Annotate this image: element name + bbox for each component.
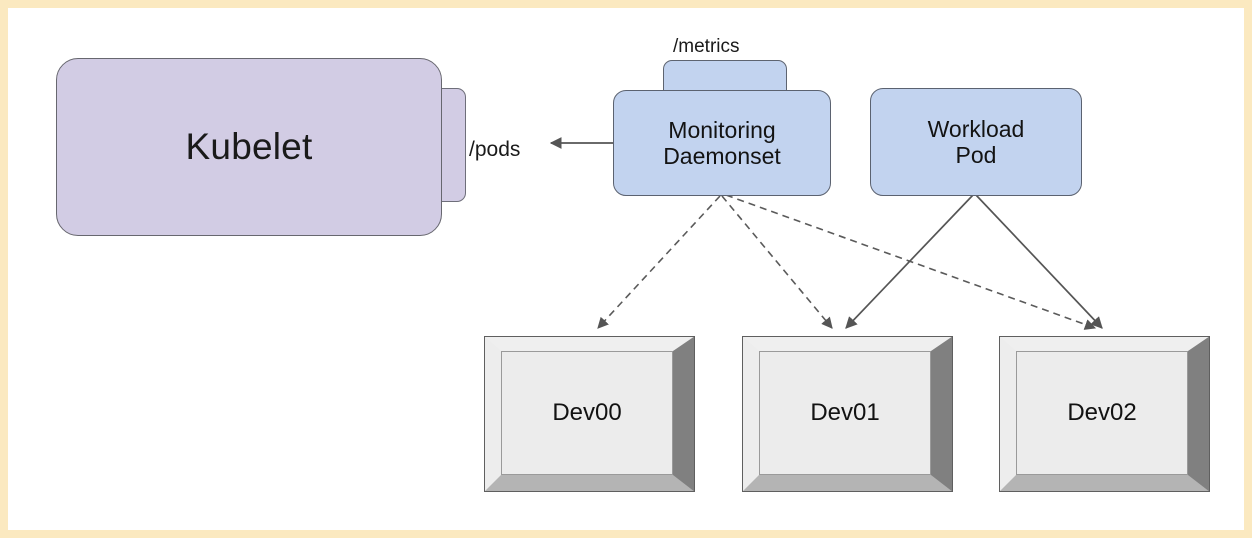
device-screen: Dev00 [501, 351, 673, 475]
device-screen: Dev02 [1016, 351, 1188, 475]
monitoring-daemonset-label: Monitoring Daemonset [663, 117, 781, 170]
device-node-dev02[interactable]: Dev02 [999, 336, 1210, 492]
device-node-dev00[interactable]: Dev00 [484, 336, 695, 492]
monitoring-daemonset-node[interactable]: Monitoring Daemonset [613, 90, 831, 196]
edge-daemonset-to-dev02 [725, 194, 1097, 330]
edge-workload-to-dev01 [845, 194, 974, 329]
workload-pod-node[interactable]: Workload Pod [870, 88, 1082, 196]
device-node-dev01[interactable]: Dev01 [742, 336, 953, 492]
edge-daemonset-to-dev00 [597, 195, 721, 329]
workload-pod-label-line1: Workload [927, 115, 1025, 142]
device-screen: Dev01 [759, 351, 931, 475]
diagram-canvas: Kubelet /pods /metrics Monitoring Daemon… [8, 8, 1244, 530]
edge-daemonset-to-dev01 [721, 195, 833, 329]
workload-pod-label: Workload Pod [928, 116, 1025, 169]
device-label: Dev00 [552, 399, 622, 426]
device-label: Dev01 [810, 399, 880, 426]
device-label: Dev02 [1067, 399, 1137, 426]
kubelet-label: Kubelet [185, 126, 313, 167]
kubelet-node[interactable]: Kubelet [56, 58, 442, 236]
pods-endpoint-label: /pods [469, 138, 521, 161]
monitoring-daemonset-label-line2: Daemonset [663, 143, 781, 169]
monitoring-daemonset-label-line1: Monitoring [668, 116, 776, 143]
metrics-endpoint-label: /metrics [673, 36, 740, 57]
edge-workload-to-dev02 [975, 194, 1103, 329]
workload-pod-label-line2: Pod [955, 142, 997, 168]
